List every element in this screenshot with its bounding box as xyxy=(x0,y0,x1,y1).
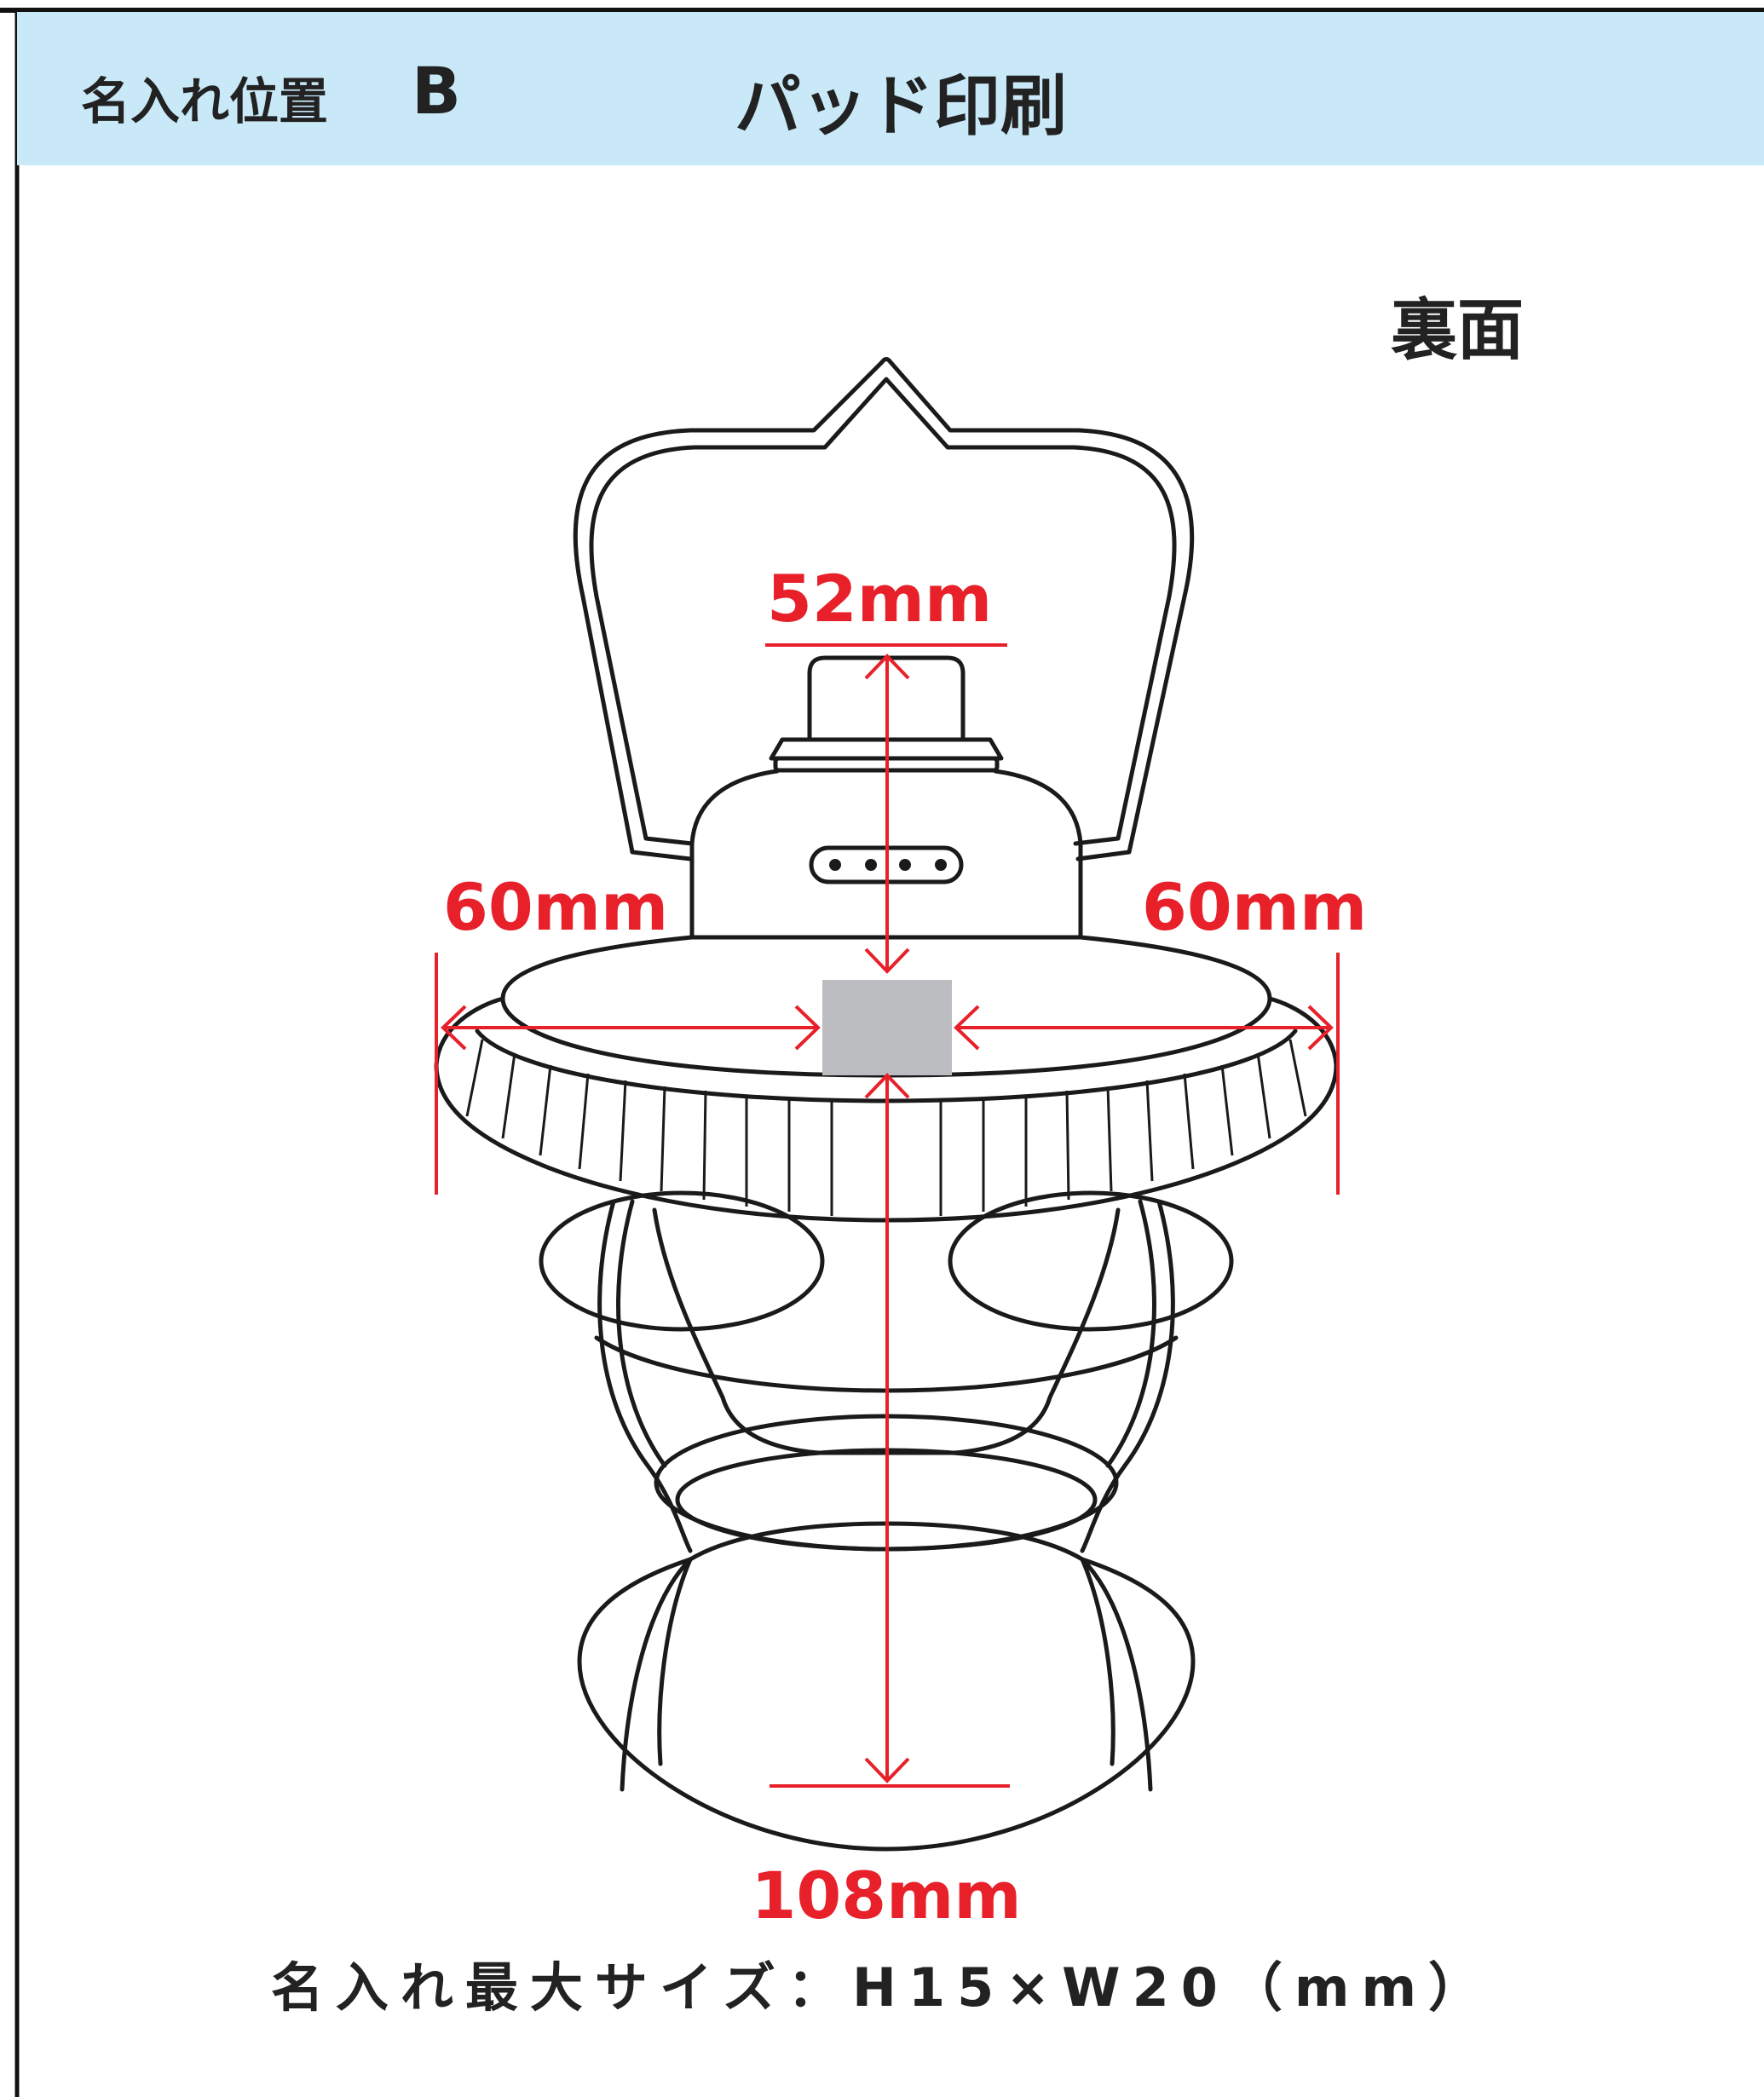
cage-right-wire-2 xyxy=(1105,1199,1156,1468)
hood-ribs xyxy=(465,1039,1307,1216)
dimension-lines xyxy=(435,643,1340,1788)
handle-inner xyxy=(589,377,1177,846)
button-dot xyxy=(865,859,877,871)
button-dots xyxy=(829,859,947,871)
cage-left-wire-2 xyxy=(616,1199,667,1468)
cage-right-wire xyxy=(1080,1199,1175,1553)
button-dot xyxy=(829,859,841,871)
dome xyxy=(689,769,1083,940)
dimension-top-label: 52mm xyxy=(767,561,993,637)
max-size-caption: 名入れ最大サイズ：H15×W20（mm） xyxy=(270,1956,1494,2019)
cap-collar xyxy=(769,737,1004,761)
dimension-bottom-label: 108mm xyxy=(751,1858,1022,1933)
button-dot xyxy=(899,859,911,871)
header-bar xyxy=(17,12,1764,165)
base-ring xyxy=(577,1557,1196,1852)
print-method: パッド印刷 xyxy=(735,68,1068,145)
view-label: 裏面 xyxy=(1390,292,1524,369)
base-inner-2 xyxy=(657,1557,1115,1766)
position-letter: B xyxy=(412,53,461,129)
cage-ring-upper-right xyxy=(948,1190,1234,1332)
dimension-left-label: 60mm xyxy=(443,869,669,945)
cage-left-wire xyxy=(597,1199,693,1553)
button-dot xyxy=(935,859,947,871)
handle-outer xyxy=(573,357,1195,861)
base-inner xyxy=(620,1557,1153,1792)
dimension-right-label: 60mm xyxy=(1142,869,1368,945)
print-area xyxy=(822,980,952,1075)
position-label: 名入れ位置 xyxy=(81,72,329,130)
cage-ring-upper xyxy=(539,1190,825,1332)
